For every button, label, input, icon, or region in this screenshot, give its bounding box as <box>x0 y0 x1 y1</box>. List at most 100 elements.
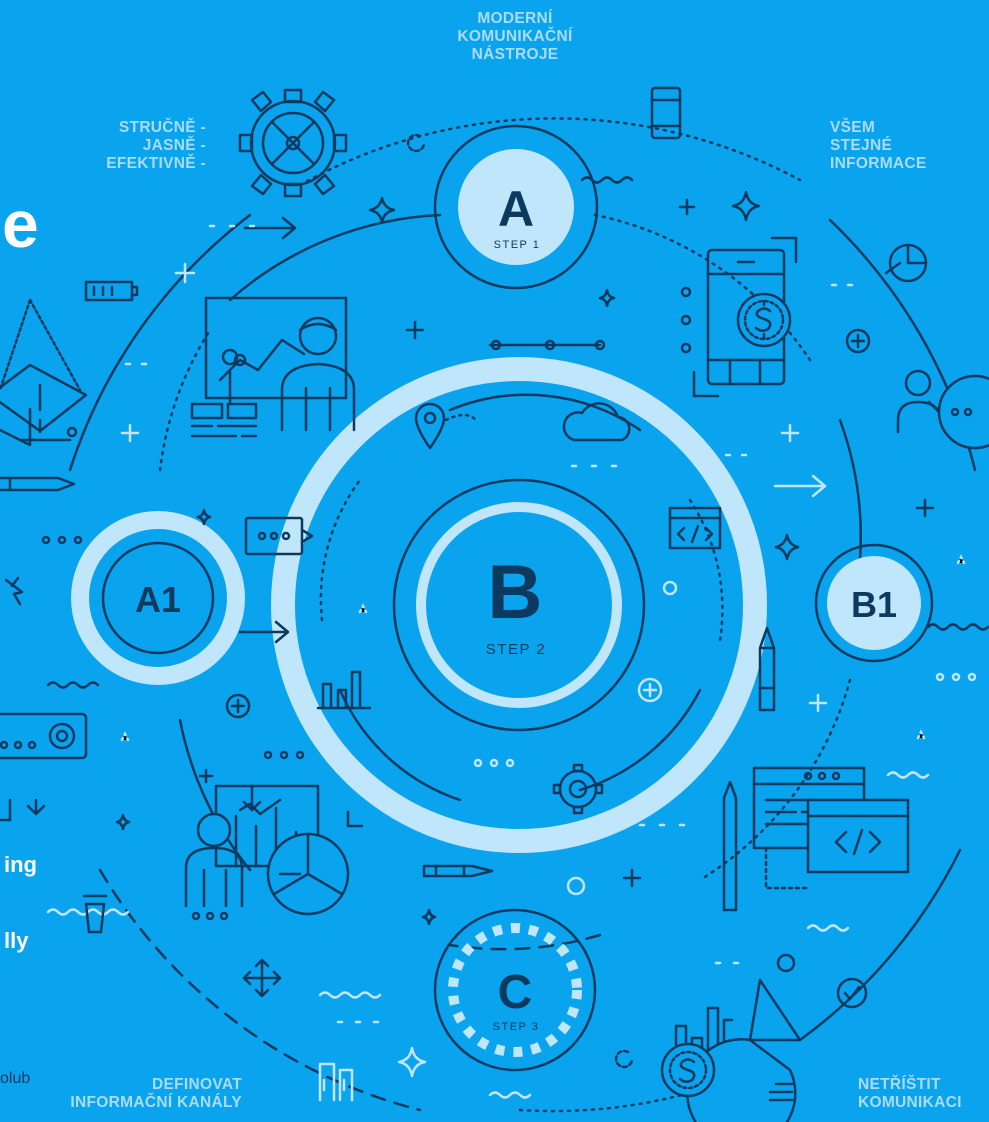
label-line: NETŘÍŠTIT <box>858 1076 941 1093</box>
step-b1-letter: B1 <box>851 584 897 625</box>
label-unify-communication: NETŘÍŠTIT KOMUNIKACI <box>858 1076 986 1112</box>
dots-horizontal-icon <box>935 672 977 682</box>
label-line: VŠEM <box>830 119 876 136</box>
bar-chart-icon <box>674 1006 734 1062</box>
label-line: JASNĚ - <box>142 137 206 154</box>
map-pin-icon <box>414 402 478 450</box>
device-settings-icon <box>0 712 88 822</box>
label-line: NÁSTROJE <box>471 46 559 63</box>
connector-icon <box>488 339 606 351</box>
cut-text-line-1: ing <box>4 852 37 877</box>
step-b1-disc <box>827 556 921 650</box>
step-c-letter: C <box>498 966 533 1019</box>
label-line: DEFINOVAT <box>152 1076 242 1093</box>
footer-fragment: olub <box>0 1070 31 1087</box>
sparkle-icon <box>731 190 761 222</box>
pie-chart-icon <box>884 243 928 283</box>
gear-icon <box>238 88 348 198</box>
sparkle-icon <box>598 288 616 308</box>
add-circle-icon <box>637 677 663 703</box>
cut-text-line-2: lly <box>4 928 29 953</box>
refresh-icon <box>406 133 426 153</box>
decorative-dashes <box>120 224 966 1024</box>
tablet-dollar-icon <box>692 236 798 398</box>
sparkle-icon <box>421 908 437 926</box>
label-line: KOMUNIKACI <box>858 1094 962 1111</box>
step-a-outer <box>433 124 599 290</box>
label-line: STEJNÉ <box>830 137 893 154</box>
smartphone-icon <box>650 86 682 140</box>
label-line: KOMUNIKAČNÍ <box>457 28 573 45</box>
arrow-right-icon <box>243 216 297 240</box>
label-line: EFEKTIVNĚ - <box>106 155 206 172</box>
step-a1-letter: A1 <box>135 579 181 620</box>
bar-chart-icon <box>316 670 372 710</box>
battery-icon <box>84 280 139 302</box>
wave-icon <box>488 1091 532 1099</box>
b-inner-ring <box>416 502 622 708</box>
small-circle-icon <box>662 580 678 596</box>
plus-icon <box>174 262 196 284</box>
plus-icon <box>808 693 828 713</box>
corner-icon <box>346 810 364 828</box>
wave-icon <box>806 924 850 932</box>
step-c-outer <box>433 908 597 1072</box>
b-outer-ring <box>271 357 767 853</box>
add-circle-icon <box>225 693 251 719</box>
label-line: STRUČNĚ - <box>118 119 206 136</box>
wave-icon <box>580 176 634 184</box>
wave-icon <box>926 623 989 631</box>
label-line: INFORMACE <box>830 155 927 172</box>
sparkle-icon <box>115 813 131 831</box>
check-circle-icon <box>836 977 868 1009</box>
step-c-dashed <box>448 923 582 1057</box>
cursor-icon <box>4 576 24 606</box>
plus-icon <box>780 423 800 443</box>
pencil-icon <box>0 476 76 492</box>
b-line-ring <box>392 478 646 732</box>
sparkle-icon <box>368 196 396 224</box>
step-b-caption: STEP 2 <box>486 641 546 658</box>
step-c-caption: STEP 3 <box>493 1021 540 1033</box>
label-line: INFORMAČNÍ KANÁLY <box>70 1094 242 1111</box>
step-b-letter: B <box>488 550 543 635</box>
arrow-right-icon <box>773 474 827 498</box>
cloud-icon <box>562 402 631 442</box>
step-a-disc <box>458 149 574 265</box>
heading-fragment: e <box>2 187 39 261</box>
step-a-caption: STEP 1 <box>494 239 541 251</box>
sparkle-icon <box>397 1046 427 1078</box>
pen-icon <box>758 626 776 712</box>
plus-icon <box>198 768 214 784</box>
label-define-channels: DEFINOVAT INFORMAČNÍ KANÁLY <box>20 1076 242 1112</box>
code-window-icon <box>668 506 722 550</box>
move-icon <box>242 958 282 998</box>
support-chat-icon <box>896 369 989 450</box>
add-circle-icon <box>845 328 871 354</box>
gear-icon <box>552 763 604 815</box>
label-modern-tools: MODERNÍ KOMUNIKAČNÍ NÁSTROJE <box>430 10 600 64</box>
chat-bubble-icon <box>244 516 314 556</box>
refresh-icon <box>614 1049 634 1069</box>
step-a1-inner <box>101 541 215 655</box>
dots-horizontal-icon <box>263 750 305 760</box>
small-circle-icon <box>776 953 796 973</box>
wave-icon <box>46 681 100 689</box>
label-same-info: VŠEM STEJNÉ INFORMACE <box>830 119 980 173</box>
usb-icon <box>422 864 494 878</box>
step-b1-outer <box>814 543 934 663</box>
sparkle-icon <box>196 508 212 526</box>
arrow-right-icon <box>238 620 290 644</box>
browser-windows-icon <box>752 766 910 890</box>
dots-vertical-icon <box>680 286 692 354</box>
step-a1-ring <box>71 511 245 685</box>
plus-icon <box>120 423 140 443</box>
small-circle-icon <box>566 876 586 896</box>
pencil-icon <box>722 780 738 912</box>
sparkle-icon <box>774 533 800 561</box>
finance-pie-icon <box>660 978 802 1122</box>
middle-orbit <box>158 213 862 951</box>
analysts-icon <box>184 784 350 921</box>
cup-icon <box>82 894 108 934</box>
